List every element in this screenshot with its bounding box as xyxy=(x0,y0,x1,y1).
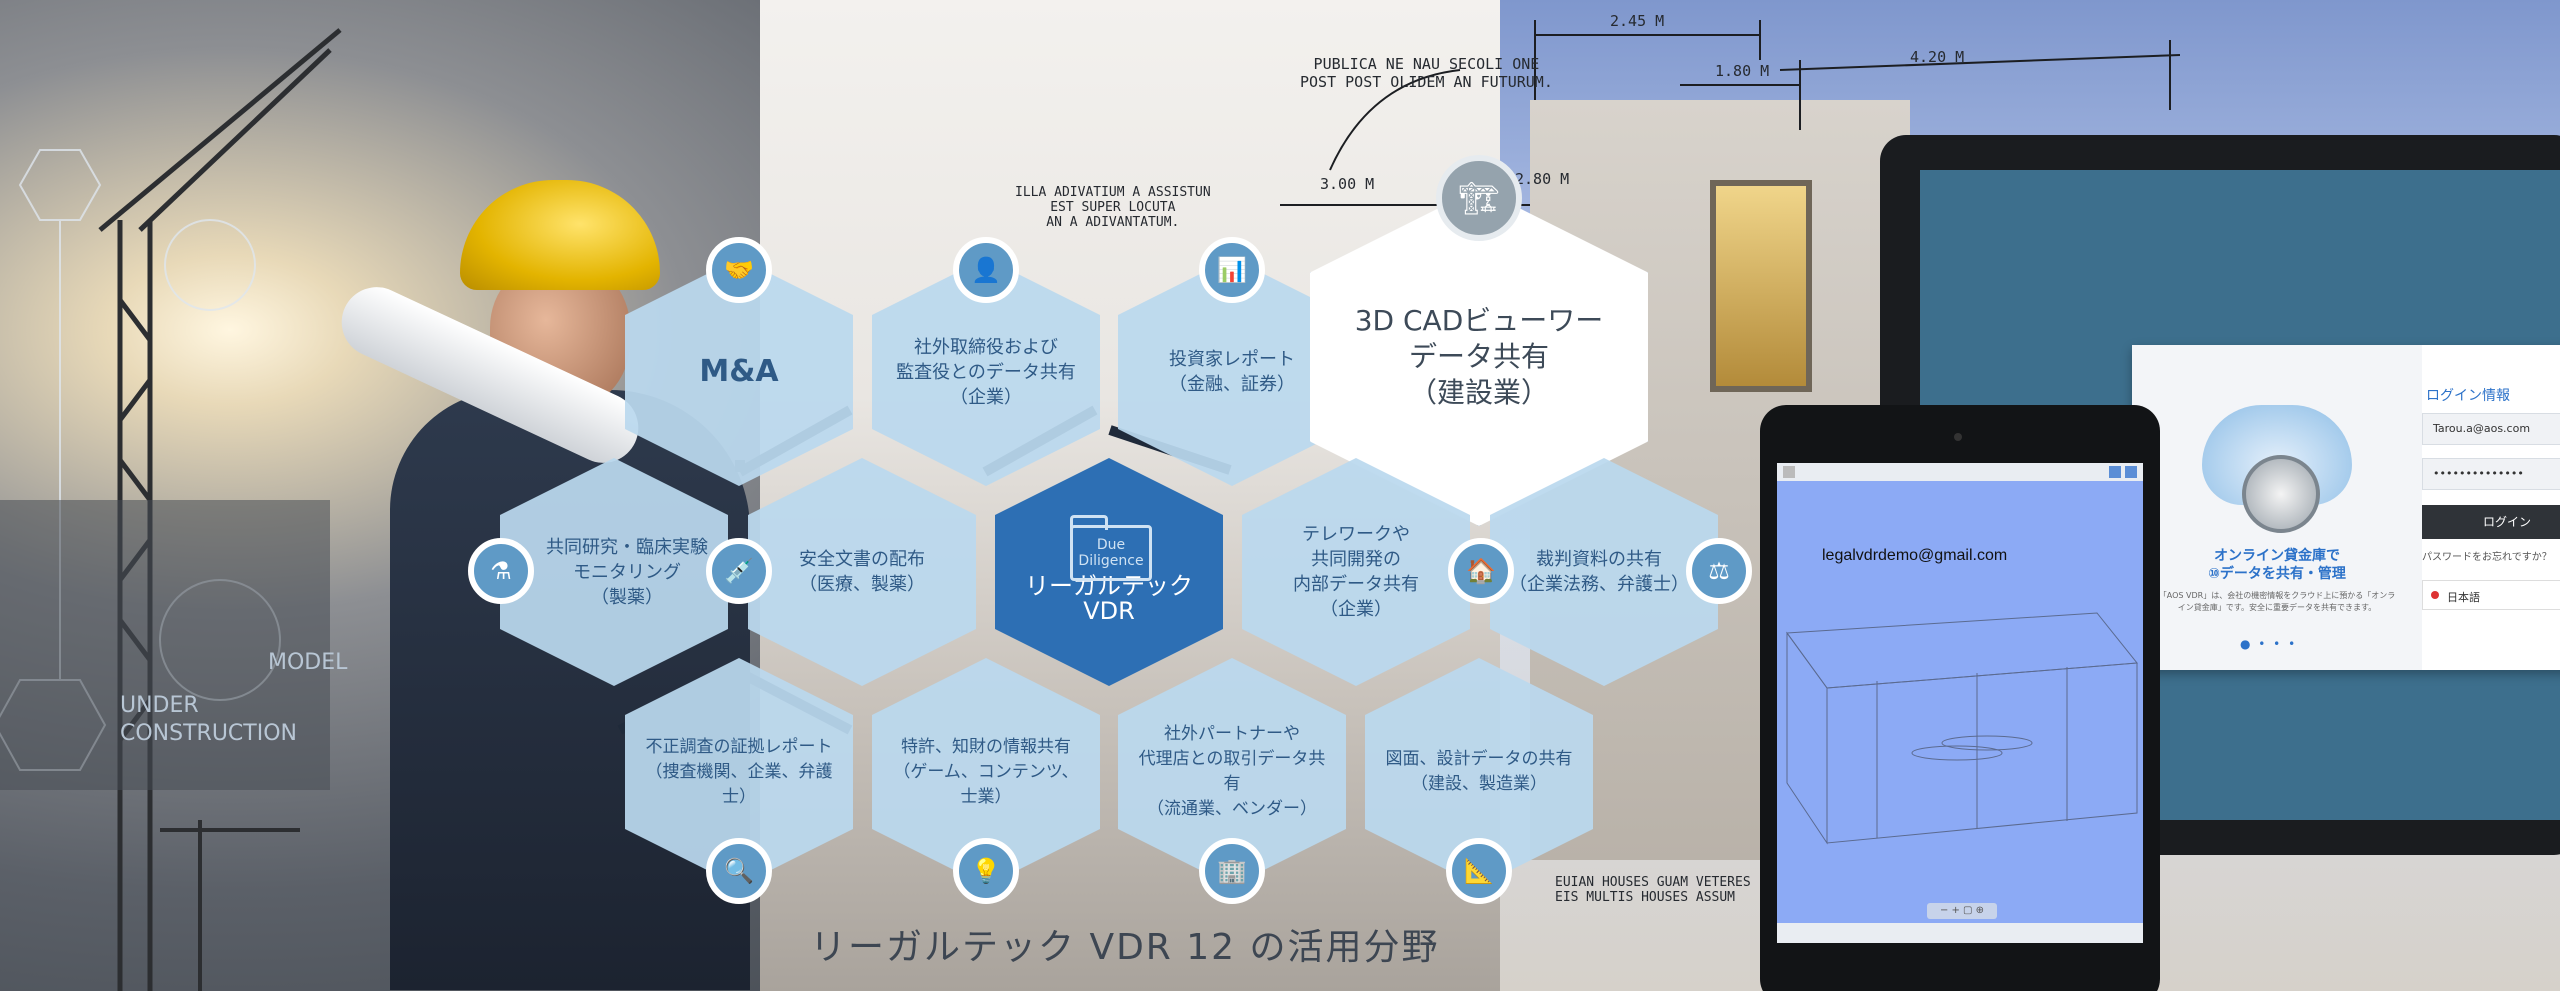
hex-joint-research-label: 共同研究・臨床実験 モニタリング （製薬） xyxy=(546,536,708,608)
blueprint-icon: 📐 xyxy=(1446,838,1512,904)
gavel-icon: ⚖ xyxy=(1686,538,1752,604)
hex-telework[interactable]: テレワークや 共同開発の 内部データ共有 （企業） xyxy=(1242,458,1470,686)
tablet-camera xyxy=(1954,433,1962,441)
model-text: MODEL xyxy=(268,650,348,675)
dimension-280: 2.80 M xyxy=(1515,170,1570,188)
dimension-300: 3.00 M xyxy=(1320,175,1375,193)
banner-caption: リーガルテック VDR 12 の活用分野 xyxy=(810,927,1440,968)
close-icon[interactable] xyxy=(2125,466,2137,478)
lab-icon: ⚗ xyxy=(468,538,534,604)
dimension-245: 2.45 M xyxy=(1610,12,1665,30)
under-construction-text: UNDER CONSTRUCTION xyxy=(120,693,297,746)
folder-icon: Due Diligence xyxy=(1070,515,1152,581)
login-section-title: ログイン情報 xyxy=(2426,388,2510,404)
promo-title: オンライン貸金庫で ⑩データを共有・管理 xyxy=(2208,548,2346,582)
sketch-note-left: ILLA ADIVATIUM A ASSISTUN EST SUPER LOCU… xyxy=(1015,185,1211,230)
promo-body: 「AOS VDR」は、会社の機密情報をクラウド上に預かる「オンライン貸金庫」です… xyxy=(2158,591,2396,612)
hex-patent-ip-label: 特許、知財の情報共有 （ゲーム、コンテンツ、士業） xyxy=(893,736,1079,807)
handshake-icon: 🤝 xyxy=(706,237,772,303)
dimension-180: 1.80 M xyxy=(1715,62,1770,80)
hex-court-documents[interactable]: 裁判資料の共有 （企業法務、弁護士） xyxy=(1490,458,1718,686)
tablet-screen: legalvdrdemo@gmail.com − + ▢ ⊕ xyxy=(1777,463,2143,943)
evidence-icon: 🔍 xyxy=(706,838,772,904)
hex-legaltech-vdr[interactable]: リーガルテックVDR xyxy=(995,458,1223,686)
hex-fraud-investigation-label: 不正調査の証拠レポート （捜査機関、企業、弁護士） xyxy=(645,736,833,807)
login-panel: オンライン貸金庫で ⑩データを共有・管理 「AOS VDR」は、会社の機密情報を… xyxy=(2132,345,2560,670)
hex-patent-ip[interactable]: 特許、知財の情報共有 （ゲーム、コンテンツ、士業） xyxy=(872,658,1100,886)
vault-icon xyxy=(2242,455,2320,533)
hex-ma-label: M&A xyxy=(699,354,779,389)
language-label: 日本語 xyxy=(2447,591,2480,604)
hex-legaltech-vdr-label: リーガルテックVDR xyxy=(1025,572,1193,625)
email-field[interactable]: Tarou.a@aos.com xyxy=(2422,413,2560,445)
sketch-note-top: PUBLICA NE NAU SECOLI ONE POST POST OLID… xyxy=(1300,55,1553,91)
dimension-420: 4.20 M xyxy=(1910,48,1965,66)
hex-safety-documents-label: 安全文書の配布 （医療、製薬） xyxy=(799,549,925,595)
hex-3d-cad-viewer-label: 3D CADビューワー データ共有 （建設業） xyxy=(1354,304,1604,409)
japan-flag-icon xyxy=(2431,591,2439,599)
hex-board-data-sharing-label: 社外取締役および 監査役とのデータ共有 （企業） xyxy=(896,336,1076,408)
background-crane xyxy=(0,28,342,991)
tablet-device: legalvdrdemo@gmail.com − + ▢ ⊕ xyxy=(1760,405,2160,991)
partner-icon: 🏢 xyxy=(1199,838,1265,904)
building-window xyxy=(1710,180,1812,392)
sketch-note-bottom: EUIAN HOUSES GUAM VETERES EIS MULTIS HOU… xyxy=(1555,875,1751,905)
hex-investor-report[interactable]: 投資家レポート （金融、証券） xyxy=(1118,258,1346,486)
window-icon[interactable] xyxy=(2109,466,2121,478)
person-icon: 👤 xyxy=(953,237,1019,303)
hex-partner-data[interactable]: 社外パートナーや 代理店との取引データ共有 （流通業、ベンダー） xyxy=(1118,658,1346,886)
hex-drawings-label: 図面、設計データの共有 （建設、製造業） xyxy=(1385,749,1573,794)
hex-investor-report-label: 投資家レポート （金融、証券） xyxy=(1169,349,1295,395)
menu-icon[interactable] xyxy=(1783,466,1795,478)
login-button[interactable]: ログイン xyxy=(2422,505,2560,539)
report-icon: 📊 xyxy=(1199,237,1265,303)
folder-tab xyxy=(1070,515,1108,530)
syringe-icon: 💉 xyxy=(706,538,772,604)
hex-partner-data-label: 社外パートナーや 代理店との取引データ共有 （流通業、ベンダー） xyxy=(1138,724,1326,819)
tablet-titlebar xyxy=(1777,463,2143,481)
cad-wireframe xyxy=(1786,612,2138,845)
telework-icon: 🏠 xyxy=(1448,538,1514,604)
password-field[interactable]: •••••••••••••• xyxy=(2422,458,2560,490)
building-cad-icon: 🏗 xyxy=(1436,155,1522,241)
due-diligence-label: Due Diligence xyxy=(1070,525,1152,581)
hex-court-documents-label: 裁判資料の共有 （企業法務、弁護士） xyxy=(1509,549,1689,595)
login-promo: オンライン貸金庫で ⑩データを共有・管理 「AOS VDR」は、会社の機密情報を… xyxy=(2132,345,2422,670)
hex-safety-documents[interactable]: 安全文書の配布 （医療、製薬） xyxy=(748,458,976,686)
forgot-password-link[interactable]: パスワードをお忘れですか？ xyxy=(2422,552,2552,563)
hex-joint-research[interactable]: 共同研究・臨床実験 モニタリング （製薬） xyxy=(500,458,728,686)
hex-telework-label: テレワークや 共同開発の 内部データ共有 （企業） xyxy=(1293,524,1419,620)
viewer-email-watermark: legalvdrdemo@gmail.com xyxy=(1822,547,2008,564)
language-select[interactable]: 日本語 xyxy=(2422,580,2560,610)
tablet-bottombar xyxy=(1777,923,2143,943)
promo-pager[interactable]: ● • • • xyxy=(2240,637,2298,651)
viewer-zoom-toolbar[interactable]: − + ▢ ⊕ xyxy=(1927,903,1997,919)
lightbulb-icon: 💡 xyxy=(953,838,1019,904)
